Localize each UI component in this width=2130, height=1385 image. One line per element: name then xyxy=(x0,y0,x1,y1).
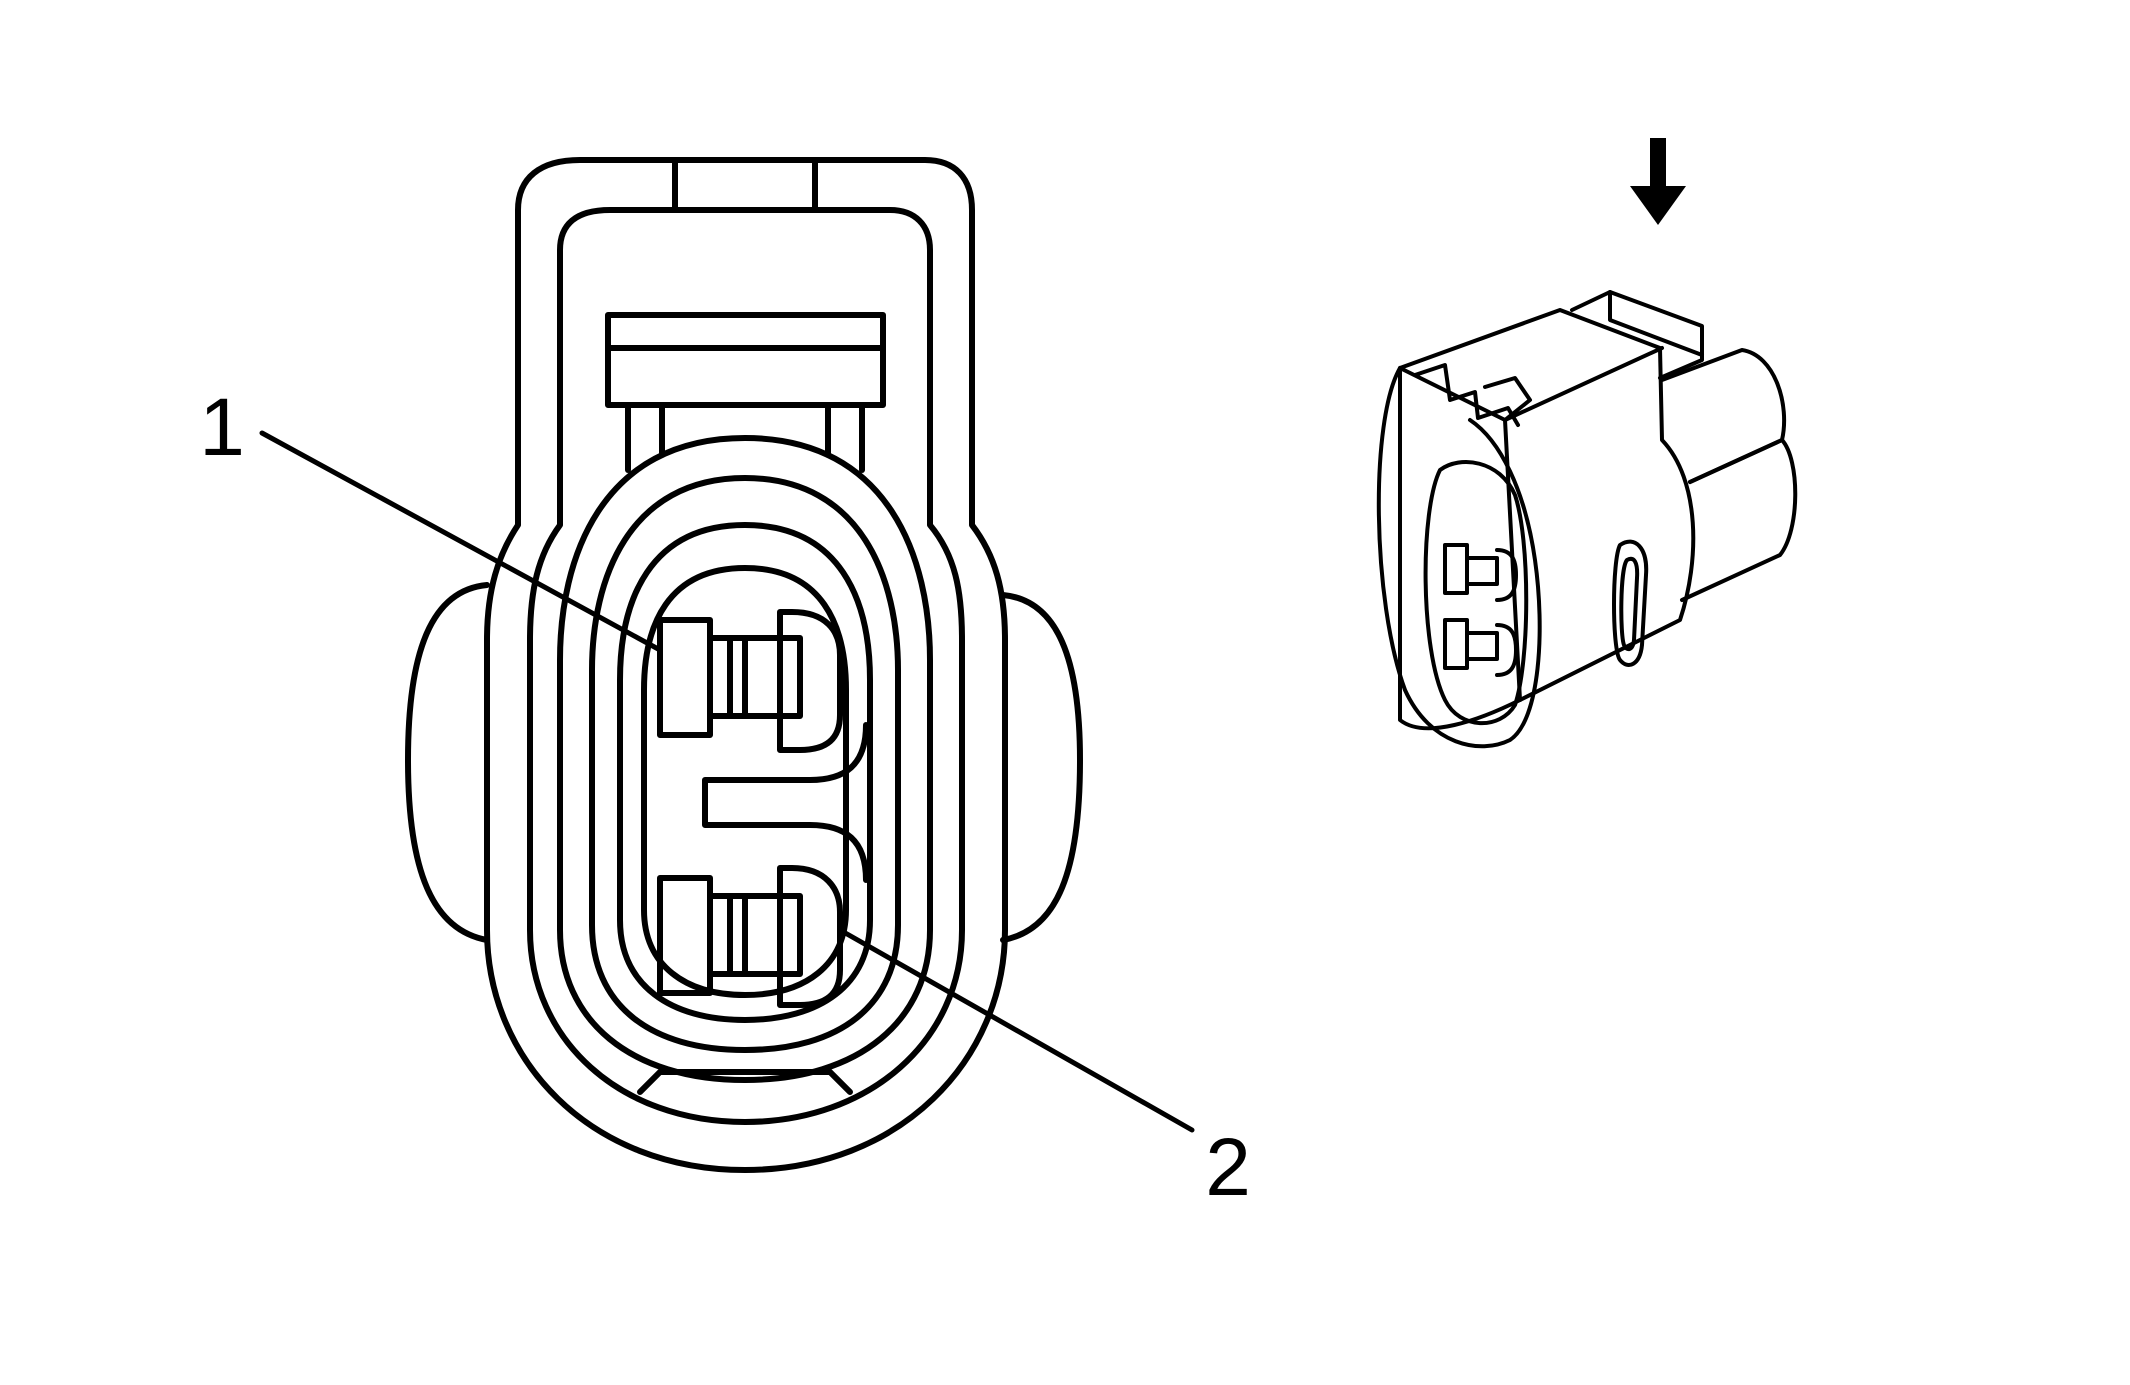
housing-inner-outline xyxy=(527,207,965,1125)
seal-ring-3 xyxy=(617,522,873,1023)
seal-ring-1 xyxy=(557,435,933,1083)
iso-side-slot xyxy=(1612,539,1649,667)
connector-face-view xyxy=(259,157,1195,1173)
terminal-divider xyxy=(702,722,869,883)
callout-label-1: 1 xyxy=(199,382,245,473)
seal-ring-2 xyxy=(589,475,901,1053)
iso-terminal-2 xyxy=(1443,618,1518,677)
iso-latch xyxy=(1570,290,1704,380)
down-arrow-icon xyxy=(1630,138,1686,225)
iso-rear-cylinder-bottom xyxy=(1680,438,1798,602)
housing-outline xyxy=(484,157,1008,1173)
latch-tab xyxy=(605,312,886,408)
iso-front-face xyxy=(1376,366,1542,749)
connector-isometric-view xyxy=(1376,138,1798,749)
left-ear xyxy=(405,582,490,943)
iso-rear-cylinder-top xyxy=(1660,348,1787,484)
right-ear xyxy=(1000,592,1083,943)
cavity-outline xyxy=(641,565,849,998)
iso-terminal-1 xyxy=(1443,543,1518,602)
callout-leader-1 xyxy=(259,430,663,653)
callout-leader-2 xyxy=(837,927,1195,1133)
terminal-2 xyxy=(657,865,843,1008)
terminal-1 xyxy=(657,609,843,753)
callout-label-2: 2 xyxy=(1205,1122,1251,1213)
